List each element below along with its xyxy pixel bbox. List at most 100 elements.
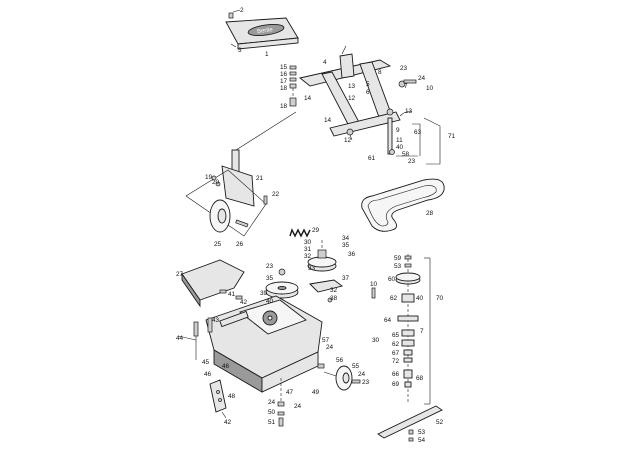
callout-labels: 2 3 1 4 15 16 17 18 18 14 13 12 5 6 8 23… [176,7,456,444]
belt-guard [181,259,245,308]
callout-7: 7 [404,83,408,90]
callout-62a: 62 [390,295,398,302]
callout-16: 16 [280,71,288,78]
callout-10: 10 [426,85,434,92]
callout-17: 17 [280,78,288,85]
idler-spring [289,228,311,238]
callout-32a: 32 [304,253,312,260]
callout-14: 14 [304,95,312,102]
drive-belt [361,178,445,232]
cover-bolt [228,12,234,19]
callout-54: 54 [418,437,426,444]
mower-deck [177,295,323,393]
callout-30b: 30 [372,337,380,344]
front-wheel-hub [217,208,227,224]
callout-3: 3 [238,47,242,54]
spindle-housing [397,315,419,322]
callout-63: 63 [414,129,422,136]
callout-27: 27 [176,271,184,278]
callout-24a: 24 [418,75,426,82]
callout-12b: 12 [344,137,352,144]
callout-60: 60 [388,276,396,283]
main-frame-assembly [298,45,401,141]
callout-58: 58 [402,151,410,158]
top-cover-edge [237,37,299,50]
callout-26: 26 [236,241,244,248]
callout-6: 6 [366,89,370,96]
callout-25: 25 [214,241,222,248]
callout-23b: 23 [408,158,416,165]
callout-24d: 24 [326,344,334,351]
callout-49: 49 [312,389,320,396]
callout-66: 66 [392,371,400,378]
left-fastener-stack [289,65,297,107]
cover-decal [247,24,285,36]
callout-35b: 35 [266,275,274,282]
callout-5: 5 [366,81,370,88]
callout-69: 69 [392,381,400,388]
callout-39: 39 [260,290,268,297]
callout-42b: 42 [224,419,232,426]
center-pulley-group [265,240,344,305]
callout-35: 35 [342,242,350,249]
callout-12: 12 [348,95,356,102]
callout-64: 64 [384,317,392,324]
callout-22: 22 [272,191,280,198]
callout-37: 37 [342,275,350,282]
callout-29: 29 [312,227,320,234]
spindle-bearing [401,293,415,303]
callout-34: 34 [342,235,350,242]
callout-46a: 46 [222,363,230,370]
callout-47: 47 [286,389,294,396]
callout-53b: 53 [418,429,426,436]
callout-43: 43 [212,317,220,324]
callout-67: 67 [392,350,400,357]
callout-61: 61 [368,155,376,162]
frame-bolt [346,128,354,136]
callout-9: 9 [396,127,400,134]
callout-15: 15 [280,64,288,71]
spindle-assembly [371,254,443,442]
tensioner-rod [387,117,393,155]
height-adjust-bracket [209,379,227,419]
callout-50: 50 [268,409,276,416]
callout-8: 8 [378,69,382,76]
callout-38a: 38 [330,295,338,302]
callout-2: 2 [240,7,244,14]
callout-20: 20 [212,179,220,186]
mower-blade [377,405,443,439]
callout-44: 44 [176,335,184,342]
callout-1: 1 [265,51,269,58]
callout-40: 40 [396,144,404,151]
idler-arm [309,279,344,293]
axle-bolt [235,219,249,228]
callout-48: 48 [228,393,236,400]
top-cover-assembly: Bertie [225,9,299,50]
callout-13b: 13 [405,108,413,115]
callout-57: 57 [322,337,330,344]
height-bracket [209,379,227,413]
callout-70: 70 [436,295,444,302]
caster-fork [221,165,255,207]
deck-mount-bracket [219,310,249,328]
front-caster-assembly [185,149,268,237]
frame-bracket [339,53,355,79]
callout-18b: 18 [280,103,288,110]
callout-23a: 23 [400,65,408,72]
callout-24e: 24 [358,371,366,378]
callout-13: 13 [348,83,356,90]
callout-52: 52 [436,419,444,426]
callout-42a: 42 [240,299,248,306]
caster-post [231,149,240,173]
callout-56: 56 [336,357,344,364]
callout-23c: 23 [266,263,274,270]
callout-24c: 24 [294,403,302,410]
callout-4: 4 [323,59,327,66]
callout-45: 45 [202,359,210,366]
decal-text: Bertie [257,27,274,35]
callout-23d: 23 [362,379,370,386]
callout-55: 55 [352,363,360,370]
callout-18: 18 [280,85,288,92]
callout-21: 21 [256,175,264,182]
